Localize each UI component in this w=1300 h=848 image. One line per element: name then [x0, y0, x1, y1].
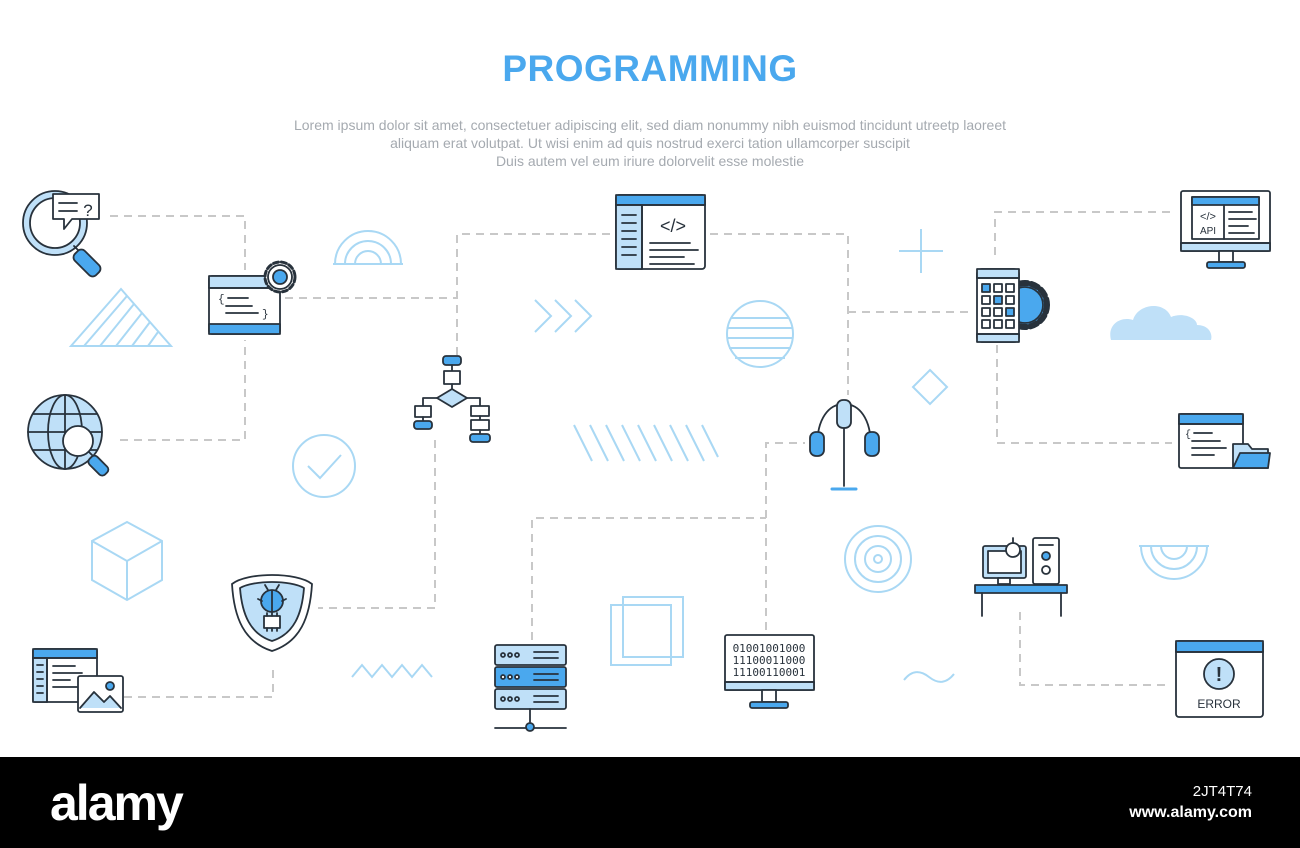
- error-alert-glyph: !: [1216, 664, 1223, 686]
- headset-stand-icon: [809, 399, 880, 491]
- site-url: www.alamy.com: [1129, 804, 1252, 821]
- cloud-decor: [1110, 306, 1212, 340]
- globe-search-icon: [27, 394, 110, 477]
- checkmark-circle-decor: [292, 434, 356, 498]
- triangle-decor: [68, 287, 174, 347]
- plus-decor: [899, 229, 943, 273]
- half-circle-decor: [1139, 545, 1209, 580]
- striped-circle-decor: [726, 300, 794, 368]
- page-title: PROGRAMMING: [502, 48, 798, 89]
- brace-open-glyph: {: [1185, 429, 1191, 441]
- server-rack-icon: [494, 644, 567, 732]
- brace-open-glyph: {: [218, 294, 225, 306]
- zigzag-decor: [351, 663, 433, 679]
- api-label: API: [1200, 226, 1216, 237]
- image-id: 2JT4T74: [1192, 783, 1252, 800]
- rainbow-arc-decor: [333, 230, 403, 265]
- code-folder-icon: {: [1178, 413, 1271, 469]
- brace-close-glyph: }: [262, 309, 269, 321]
- flowchart-icon: [413, 355, 491, 443]
- description-line-2: aliquam erat volutpat. Ut wisi enim ad q…: [390, 135, 910, 151]
- binary-line-1: 01001001000: [733, 642, 806, 655]
- chevrons-decor: [534, 299, 593, 333]
- target-circles-decor: [844, 525, 912, 593]
- code-window-icon: </>: [615, 194, 706, 270]
- description-line-3: Duis autem vel eum iriure dolorvelit ess…: [495, 153, 805, 169]
- description-line-1: Lorem ipsum dolor sit amet, consectetuer…: [293, 117, 1007, 133]
- connector-lines: [110, 211, 1175, 698]
- binary-line-2: 11100011000: [733, 654, 806, 667]
- search-question-icon: ?: [22, 190, 102, 278]
- question-mark-glyph: ?: [83, 201, 92, 220]
- binary-line-3: 11100110001: [733, 666, 806, 679]
- code-settings-icon: { }: [208, 260, 297, 335]
- slashes-decor: [573, 424, 719, 462]
- code-tag-glyph: </>: [660, 216, 686, 236]
- cube-decor: [91, 520, 163, 602]
- code-image-windows-icon: [32, 648, 124, 713]
- api-monitor-icon: </> API: [1180, 190, 1271, 269]
- error-label: ERROR: [1197, 697, 1241, 711]
- decorative-shapes: [68, 229, 1212, 683]
- mobile-app-settings-icon: [976, 268, 1050, 343]
- squares-decor: [610, 596, 684, 666]
- bug-shield-icon: [231, 574, 313, 652]
- alamy-logo: alamy: [50, 775, 184, 831]
- error-window-icon: ! ERROR: [1175, 640, 1264, 718]
- binary-code-monitor-icon: 01001001000 11100011000 11100110001: [724, 634, 815, 709]
- api-tag-glyph: </>: [1200, 211, 1216, 223]
- diamond-decor: [911, 368, 949, 406]
- watermark-footer: alamy 2JT4T74 www.alamy.com: [0, 757, 1300, 848]
- desktop-workstation-icon: [974, 537, 1068, 617]
- tilde-decor: [903, 671, 955, 683]
